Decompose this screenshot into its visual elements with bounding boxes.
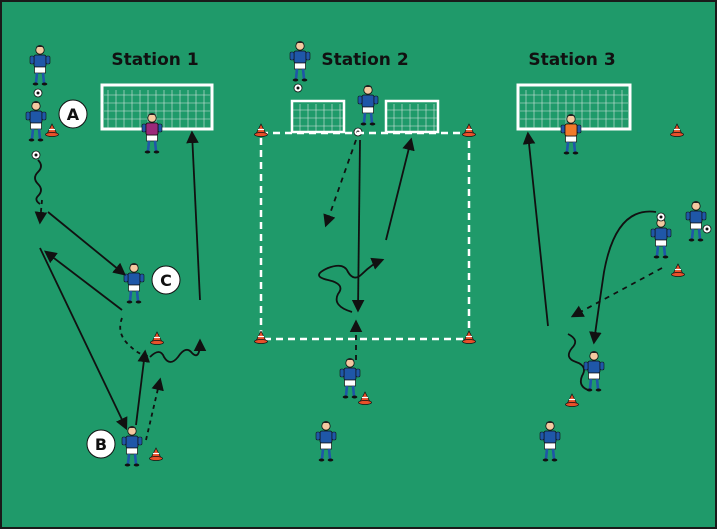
marker-b-label: B [95, 435, 107, 454]
ball-a [32, 151, 40, 159]
station-1-title: Station 1 [111, 50, 198, 70]
ball-station-3-throw [657, 213, 665, 221]
ball-a-top [34, 89, 42, 97]
ball-station-3-wait [703, 225, 711, 233]
ball-station-2-top [294, 84, 302, 92]
marker-a-label: A [67, 105, 80, 124]
station-2-title: Station 2 [321, 50, 408, 70]
marker-c-label: C [160, 271, 172, 290]
station-3-title: Station 3 [528, 50, 615, 70]
